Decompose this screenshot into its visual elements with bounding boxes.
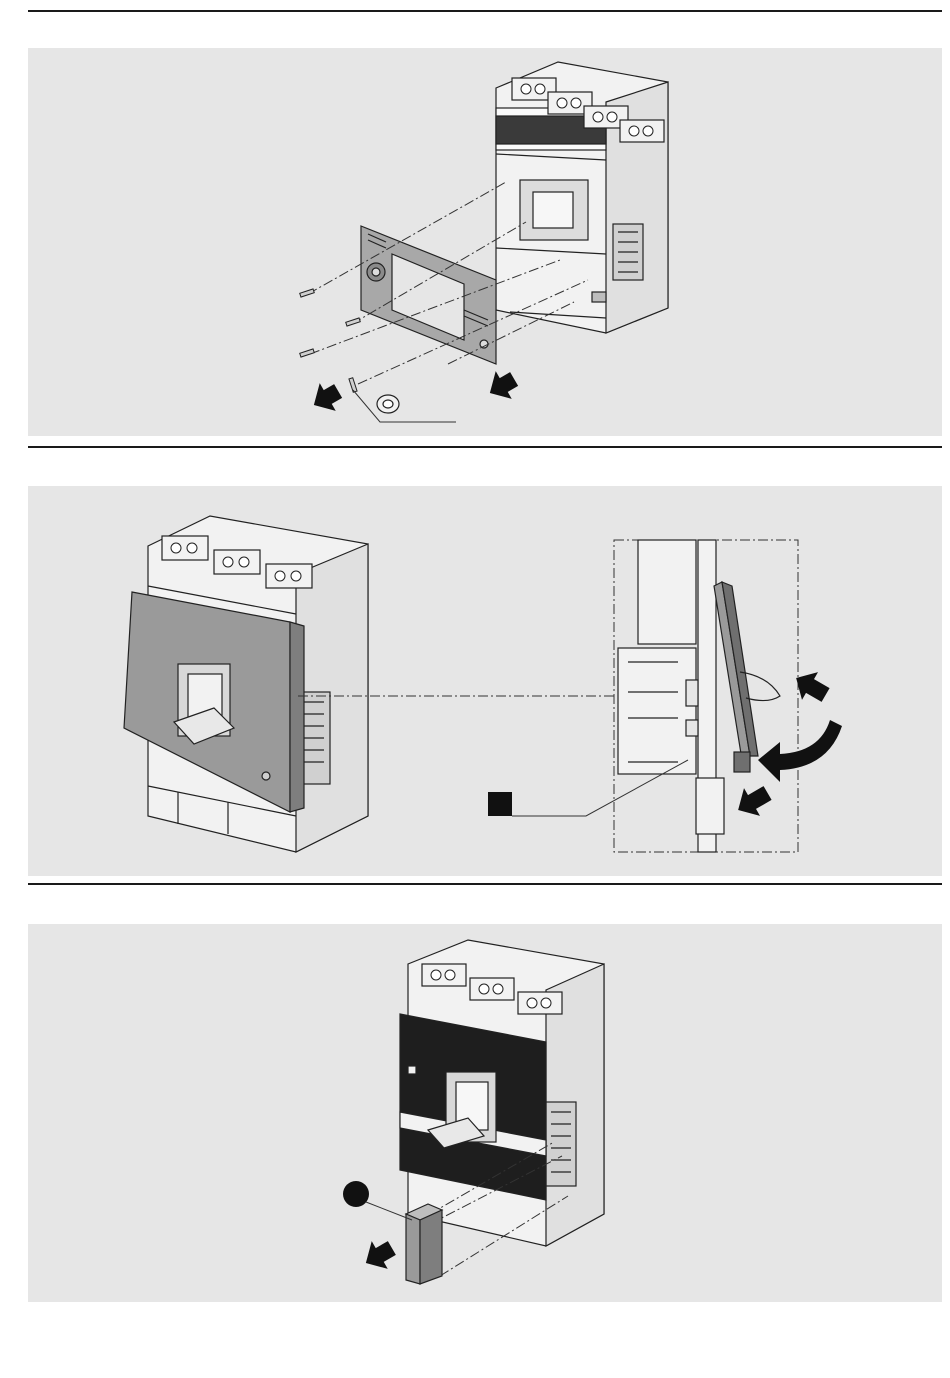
section-rule bbox=[28, 883, 942, 885]
step-1-diagram bbox=[28, 48, 942, 436]
screws bbox=[300, 289, 361, 392]
dark-front-face bbox=[400, 1014, 546, 1200]
section-rule bbox=[28, 446, 942, 448]
terminal bbox=[470, 978, 514, 1000]
push-arrow-icon bbox=[306, 377, 346, 419]
step-1-panel bbox=[28, 48, 942, 436]
push-arrow-icon bbox=[730, 779, 775, 824]
terminal bbox=[266, 564, 312, 588]
callout-marker-icon bbox=[488, 792, 512, 816]
terminal bbox=[214, 550, 260, 574]
terminal bbox=[518, 992, 562, 1014]
callout-leader bbox=[366, 1202, 412, 1220]
step-2-panel bbox=[28, 486, 942, 876]
callout-marker-icon bbox=[343, 1181, 369, 1207]
front-plate bbox=[361, 226, 496, 364]
step-2-diagram bbox=[28, 486, 942, 876]
terminal bbox=[422, 964, 466, 986]
terminal bbox=[620, 120, 664, 142]
push-arrow-icon bbox=[358, 1234, 400, 1277]
step-3-diagram bbox=[28, 924, 942, 1302]
screw-icon bbox=[300, 349, 315, 357]
screw-icon bbox=[346, 318, 361, 326]
callout-leader bbox=[353, 390, 456, 422]
small-cover-part bbox=[406, 1204, 442, 1284]
terminal bbox=[162, 536, 208, 560]
push-arrow-icon bbox=[788, 664, 833, 709]
screw-icon bbox=[300, 289, 315, 297]
curved-arrow-icon bbox=[758, 720, 842, 782]
washer-icon bbox=[377, 395, 399, 413]
top-rule bbox=[28, 10, 942, 12]
step-3-panel bbox=[28, 924, 942, 1302]
push-arrow-icon bbox=[482, 365, 522, 407]
